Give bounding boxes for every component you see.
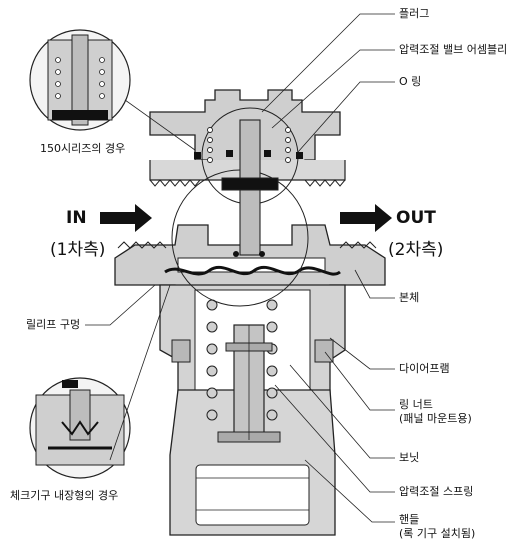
label-o-ring: O 링 [399,75,422,88]
label-150-series-case: 150시리즈의 경우 [40,142,126,155]
o-ring-marks [194,150,303,159]
label-pressure-spring: 압력조절 스프링 [399,485,474,498]
valve-stem [221,119,279,257]
in-side-label: (1차측) [50,240,106,260]
label-bonnet: 보닛 [399,451,420,464]
leader-lines [85,13,395,523]
label-body: 본체 [399,291,420,304]
inset-150-series [29,29,196,151]
out-label: OUT [396,208,436,228]
in-label: IN [66,208,87,228]
label-diaphragm: 다이어프램 [399,362,450,375]
label-ring-nut: 링 너트 [399,398,433,411]
out-side-label: (2차측) [388,240,444,260]
valve-springs [207,127,291,163]
label-plug: 플러그 [399,7,430,20]
label-ring-nut-note: (패널 마운트용) [399,412,472,425]
handle [169,389,336,536]
label-handle-note: (록 기구 설치됨) [399,527,476,540]
diaphragm-membrane [164,265,341,276]
inset-check-valve [29,377,131,479]
label-relief-hole: 릴리프 구멍 [26,318,81,331]
label-handle: 핸들 [399,513,420,526]
label-check-valve-case: 체크기구 내장형의 경우 [10,489,119,502]
flow-arrows [100,204,392,232]
adjusting-stem [217,324,281,443]
label-pressure-valve-assembly: 압력조절 밸브 어셈블리 [399,43,507,56]
